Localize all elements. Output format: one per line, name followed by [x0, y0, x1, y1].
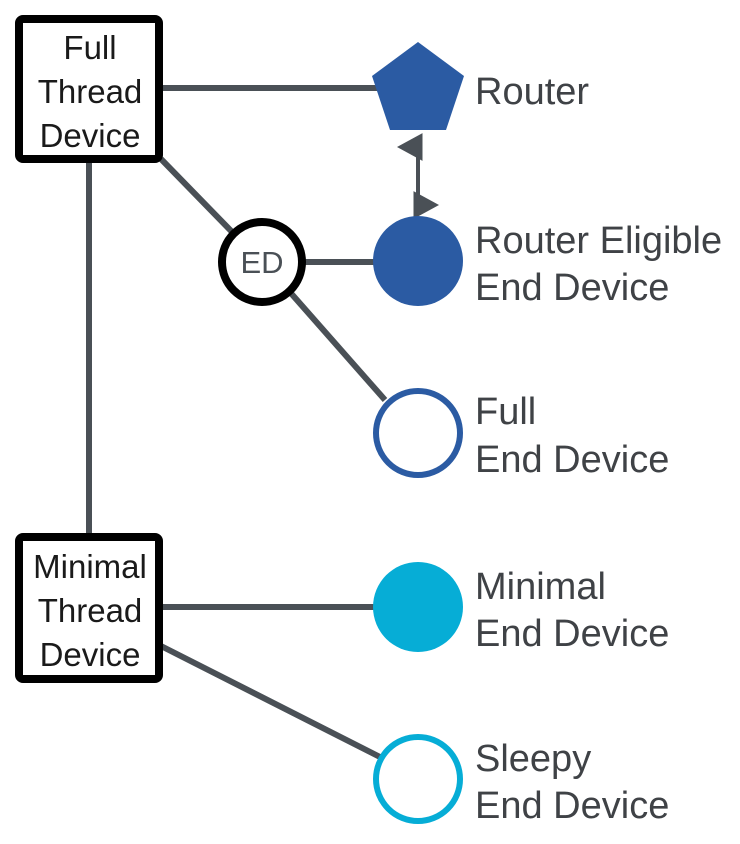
full-thread-device-label-line-1: Full	[63, 29, 116, 66]
end-device-hub-circle	[218, 218, 306, 306]
full-thread-device-box	[15, 15, 163, 163]
full-thread-device-label-line-2: Thread	[38, 73, 143, 110]
full-end-device-circle-icon	[373, 388, 463, 478]
legend-label-sleepy-end-device-line-2: End Device	[475, 785, 669, 827]
legend-item-sleepy-end-device[interactable]: Sleepy End Device	[373, 734, 669, 827]
connector-mtd-to-sleepy-end-device	[159, 643, 382, 760]
minimal-thread-device-label-line-2: Thread	[38, 592, 143, 629]
legend-label-router-line-1: Router	[475, 71, 589, 113]
node-full-thread-device[interactable]: Full Thread Device	[15, 15, 163, 163]
router-pentagon-icon	[372, 42, 464, 130]
full-thread-device-label-line-3: Device	[40, 117, 141, 154]
connector-ed-to-full-end-device	[286, 289, 388, 402]
legend-item-router[interactable]: Router	[372, 42, 589, 130]
legend-label-reed-line-1: Router Eligible	[475, 220, 722, 262]
node-minimal-thread-device[interactable]: Minimal Thread Device	[15, 533, 163, 683]
minimal-thread-device-label-line-3: Device	[40, 636, 141, 673]
minimal-thread-device-box	[15, 533, 163, 683]
legend-label-full-end-device-line-1: Full	[475, 391, 536, 433]
legend-label-reed-line-2: End Device	[475, 267, 669, 309]
node-end-device-hub[interactable]: ED	[218, 218, 306, 306]
minimal-thread-device-label-line-1: Minimal	[33, 548, 147, 585]
legend-label-sleepy-end-device-line-1: Sleepy	[475, 738, 591, 780]
sleepy-end-device-circle-icon	[373, 734, 463, 824]
legend-item-router-eligible-end-device[interactable]: Router Eligible End Device	[373, 216, 722, 309]
legend-label-full-end-device-line-2: End Device	[475, 439, 669, 481]
legend-label-minimal-end-device-line-2: End Device	[475, 613, 669, 655]
legend-item-minimal-end-device[interactable]: Minimal End Device	[373, 562, 669, 655]
router-eligible-end-device-circle-icon	[373, 216, 463, 306]
end-device-hub-label: ED	[240, 245, 283, 280]
minimal-end-device-circle-icon	[373, 562, 463, 652]
legend-item-full-end-device[interactable]: Full End Device	[373, 388, 669, 481]
connector-group	[86, 85, 439, 760]
connector-ftd-to-ed	[158, 156, 239, 239]
legend-label-minimal-end-device-line-1: Minimal	[475, 566, 606, 608]
